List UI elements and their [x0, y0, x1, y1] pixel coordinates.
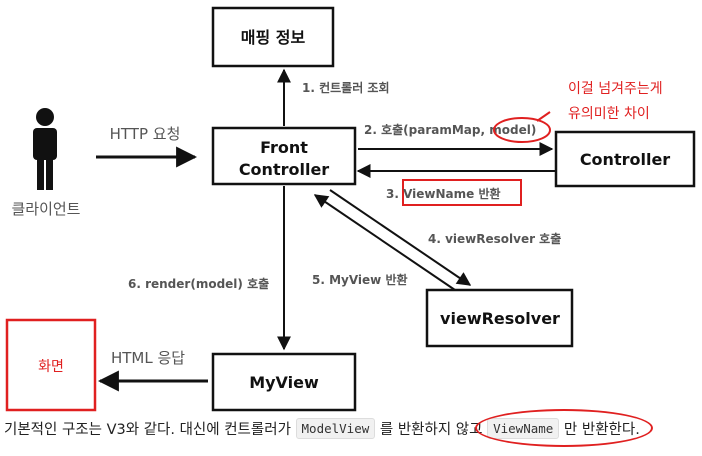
annotation-pointer	[536, 111, 551, 122]
caption-code-modelview: ModelView	[295, 418, 376, 439]
step3-viewname-text: ViewName	[403, 187, 474, 201]
view-resolver-label: viewResolver	[440, 309, 560, 328]
model-highlight-oval	[493, 117, 551, 143]
client-label: 클라이언트	[11, 200, 80, 218]
step2-model-text: model)	[489, 123, 536, 137]
view-resolver-box	[425, 288, 574, 348]
step5-label: 5. MyView 반환	[312, 272, 408, 287]
step3-label: 3. ViewName 반환	[386, 186, 501, 201]
annotation-line1: 이걸 넘겨주는게	[568, 81, 663, 97]
caption-text-1: 기본적인 구조는 V3와 같다. 대신에 컨트롤러가	[4, 422, 296, 438]
client-person-icon	[33, 108, 57, 190]
step2-label: 2. 호출(paramMap, model)	[364, 122, 536, 137]
annotation-line2: 유의미한 차이	[568, 106, 650, 122]
viewname-highlight-box	[402, 179, 522, 206]
caption-text-2: 를 반환하지 않고	[375, 422, 488, 438]
caption-viewname-wrap: ViewName 만 반환한다.	[475, 409, 654, 447]
http-request-label: HTTP 요청	[110, 125, 181, 143]
mapping-info-label: 매핑 정보	[241, 28, 306, 47]
step4-label: 4. viewResolver 호출	[428, 231, 561, 246]
step6-label: 6. render(model) 호출	[128, 276, 269, 291]
controller-label: Controller	[580, 150, 670, 169]
screen-label: 화면	[38, 359, 64, 375]
front-controller-label-line2: Controller	[239, 160, 329, 179]
call-view-resolver-arrow	[329, 189, 472, 286]
caption-code-viewname: ViewName	[487, 418, 560, 439]
myview-label: MyView	[249, 373, 319, 392]
myview-return-arrow	[313, 194, 456, 291]
mapping-info-box	[211, 6, 335, 68]
caption-text-3: 만 반환한다.	[559, 422, 640, 438]
caption: 기본적인 구조는 V3와 같다. 대신에 컨트롤러가 ModelView 를 반…	[4, 409, 700, 447]
front-controller-label-line1: Front	[260, 138, 308, 157]
step1-label: 1. 컨트롤러 조회	[302, 80, 390, 95]
screen-box	[5, 318, 97, 412]
myview-box	[211, 352, 357, 412]
controller-box	[554, 130, 696, 188]
html-response-label: HTML 응답	[111, 349, 185, 367]
front-controller-box	[211, 126, 357, 186]
